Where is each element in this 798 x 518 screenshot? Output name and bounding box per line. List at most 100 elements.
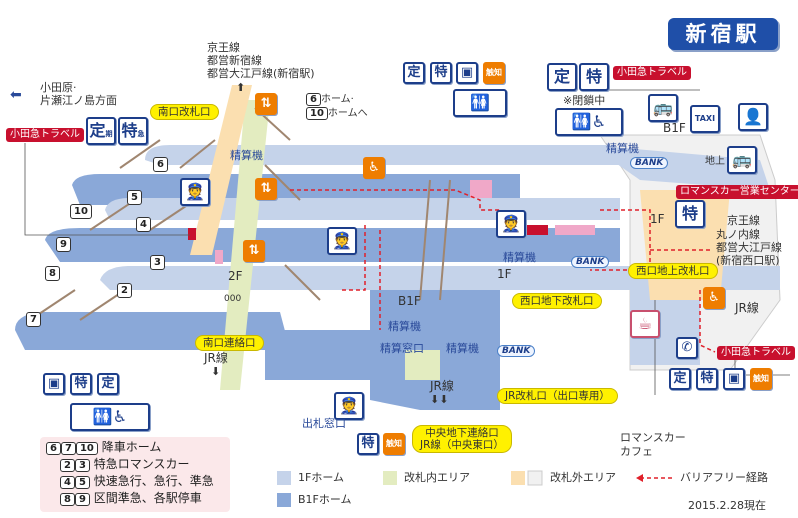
station-title: 新宿駅: [668, 18, 778, 50]
wheelchair-icon: ♿: [363, 157, 385, 179]
arrow-down-icon: ⬇: [211, 365, 221, 378]
b1f-concourse: [370, 280, 500, 410]
south-link-gate-label: 南口連絡口: [195, 335, 264, 352]
legend-outside-area: 改札外エリア: [550, 471, 616, 484]
platform-num-9: 9: [56, 237, 71, 252]
fare-adjust-label: 精算機: [446, 342, 479, 355]
jr-line-label: JR線: [204, 351, 228, 365]
top-line-shinjuku: 都営新宿線: [207, 54, 262, 67]
accessible-restroom-icon: 🚻♿: [555, 108, 623, 136]
limited-express-icon: 特: [675, 200, 705, 228]
bus-icon: 🚌: [727, 146, 757, 174]
fare-adjust-label: 精算機: [388, 320, 421, 333]
ticket-window-icon: ▣: [723, 368, 745, 390]
commuter-pass-icon: 定期: [86, 117, 116, 145]
station-staff-icon: 👮: [496, 210, 526, 238]
taxi-icon: TAXI: [690, 105, 720, 133]
fare-adjust-label: 精算機: [230, 149, 263, 162]
legend-inside-area: 改札内エリア: [404, 471, 470, 484]
platform-num-3: 3: [150, 255, 165, 270]
floor-b1f: B1F: [663, 121, 686, 135]
south-gate-label: 南口改札口: [150, 104, 219, 121]
west-underground-gate-label: 西口地下改札口: [512, 293, 602, 310]
jr-exit-gate-label: JR改札口（出口専用）: [497, 388, 618, 405]
ticket-window-icon: ▣: [43, 373, 65, 395]
platform-num-7: 7: [26, 312, 41, 327]
legend-note: 特急ロマンスカー: [93, 457, 190, 471]
station-staff-icon: 👮: [327, 227, 357, 255]
odakyu-travel-label[interactable]: 小田急トラベル: [717, 346, 795, 360]
platform-num-5: 5: [127, 190, 142, 205]
platform-num-6: 6: [153, 157, 168, 172]
arrow-down-icon: ⬇⬇: [430, 393, 449, 406]
tactile-map-icon: 触知: [383, 433, 405, 455]
legend-1f-platform: 1Fホーム: [298, 471, 344, 484]
jr-line-label: JR線: [430, 379, 454, 393]
accessible-restroom-icon: 🚻♿: [70, 403, 150, 431]
right-line-nishiguchi: (新宿西口駅): [716, 254, 780, 267]
odakyu-travel-label[interactable]: 小田急トラベル: [6, 128, 84, 142]
right-line-oedo: 都営大江戸線: [716, 241, 782, 254]
cafe-icon: ☕: [630, 310, 660, 338]
floor-1f: 1F: [650, 212, 665, 226]
date-label: 2015.2.28現在: [688, 499, 766, 512]
atm-bank-icon: BANK: [571, 256, 610, 269]
limited-express-icon: 特: [430, 62, 452, 84]
central-gate-line1: 中央地下連絡口: [425, 427, 499, 439]
romancecar-center-label[interactable]: ロマンスカー営業センター: [676, 185, 798, 199]
restroom-icon: 🚻: [453, 89, 507, 117]
platform-num: 6: [306, 93, 321, 106]
top-line-oedo: 都営大江戸線(新宿駅): [207, 67, 315, 80]
limited-express-icon: 特: [357, 433, 379, 455]
platform-4-5: [105, 198, 620, 220]
right-line-keio: 京王線: [727, 214, 760, 227]
platform-6: [145, 145, 640, 165]
platform-num-4: 4: [136, 217, 151, 232]
platform-num-8: 8: [45, 266, 60, 281]
central-gate-line2: JR線（中央東口）: [420, 439, 504, 452]
staff-icon: 👤: [738, 103, 768, 131]
phone-icon: ✆: [676, 337, 698, 359]
romancecar-cafe-label-2: カフェ: [620, 445, 653, 458]
bus-icon: 🚌: [648, 94, 678, 122]
platform-2-3: [100, 266, 780, 290]
closed-label: ※閉鎖中: [563, 94, 606, 107]
elevator-icon: ♿: [703, 287, 725, 309]
odawara-label: 小田原·: [40, 81, 77, 94]
enoshima-label: 片瀬江ノ島方面: [40, 94, 117, 107]
station-staff-icon: 👮: [180, 178, 210, 206]
fare-adjust-label: 精算機: [503, 251, 536, 264]
commuter-pass-icon: 定: [97, 373, 119, 395]
legend-b1f-platform: B1Fホーム: [298, 493, 352, 506]
floor-2f: 2F: [228, 269, 243, 283]
to-home-label: ホーム·: [320, 94, 354, 105]
commuter-pass-icon: 定: [403, 62, 425, 84]
arrow-up-icon: ⬆: [236, 81, 246, 94]
atm-bank-icon: BANK: [497, 345, 536, 358]
floor-1f: 1F: [497, 267, 512, 281]
commuter-pass-icon: 定: [547, 63, 577, 91]
legend-barrier-free: バリアフリー経路: [680, 471, 768, 484]
elevator-icon: ⇅: [255, 93, 277, 115]
west-ground-gate-label: 西口地上改札口: [628, 263, 718, 280]
ticket-window-icon: ▣: [456, 62, 478, 84]
limited-express-icon: 特急: [118, 117, 148, 145]
ground-level-label: 地上: [705, 156, 725, 167]
legend-note: 快速急行、急行、準急: [93, 474, 214, 488]
top-line-keio: 京王線: [207, 41, 240, 54]
commuter-pass-icon: 定: [669, 368, 691, 390]
tactile-map-icon: 触知: [750, 368, 772, 390]
floor-b1f: B1F: [398, 294, 421, 308]
to-home-label: ホームへ: [327, 108, 368, 119]
ticket-gate-icon: 000: [224, 294, 242, 304]
arrow-left-icon: ⬅: [10, 87, 22, 103]
legend-note: 降車ホーム: [101, 440, 162, 454]
odakyu-travel-label[interactable]: 小田急トラベル: [613, 66, 691, 80]
legend-note: 区間準急、各駅停車: [93, 491, 202, 505]
atm-bank-icon: BANK: [630, 157, 669, 170]
station-staff-icon: 👮: [334, 392, 364, 420]
outside-area-south: [190, 85, 252, 255]
elevator-icon: ⇅: [255, 178, 277, 200]
limited-express-icon: 特: [579, 63, 609, 91]
